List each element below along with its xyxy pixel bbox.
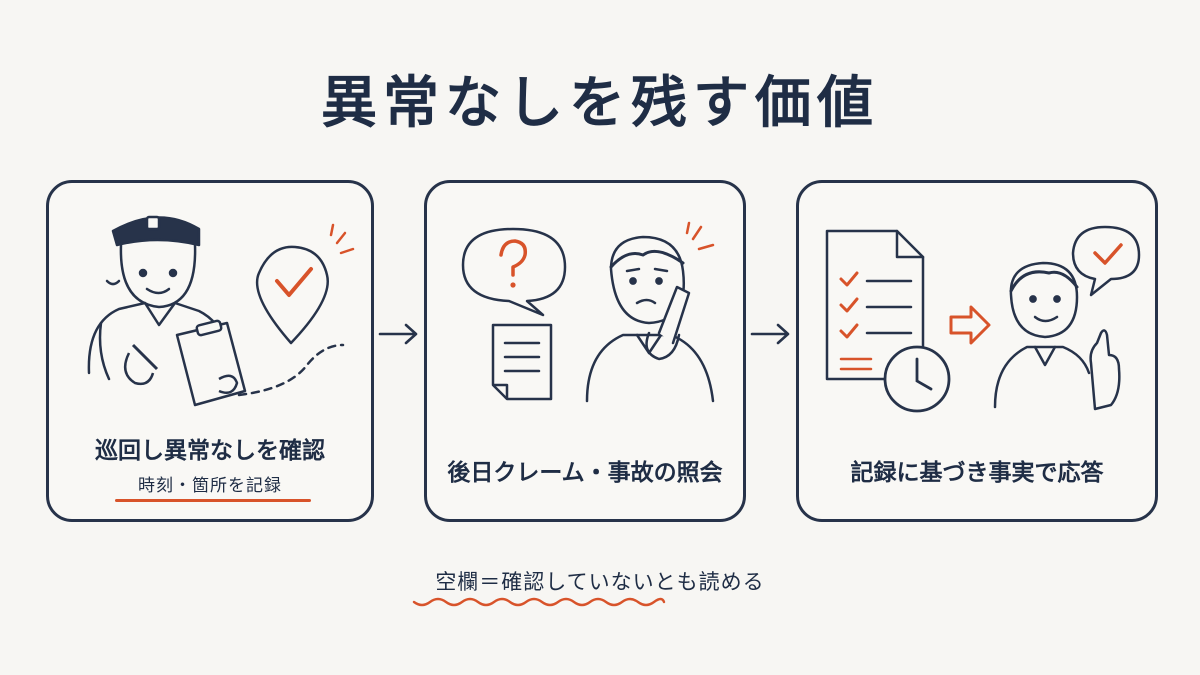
guard-illustration [87,215,355,407]
flow-arrow-icon [750,323,790,345]
right-arrow-icon [949,305,991,345]
inquiry-illustration [461,221,715,403]
phone-caller-icon [585,221,715,403]
step-sub-caption: 時刻・箇所を記録 [138,476,282,496]
document-icon [491,323,553,401]
accent-wave-underline [412,597,666,607]
response-illustration [825,225,1141,413]
step-card-response: 記録に基づき事実で応答 [796,180,1158,522]
guard-icon [87,215,227,381]
step-caption: 後日クレーム・事故の照会 [447,460,723,486]
checklist-icon [825,229,925,381]
step-card-patrol: 巡回し異常なしを確認 時刻・箇所を記録 [46,180,374,522]
responder-icon [993,261,1121,411]
flow-arrow-icon [378,323,418,345]
page-title: 異常なしを残す価値 [321,71,879,136]
question-bubble-icon [461,227,567,317]
step-caption: 巡回し異常なしを確認 [95,438,325,464]
step-card-inquiry: 後日クレーム・事故の照会 [424,180,746,522]
map-pin-check-icon [237,223,355,397]
footnote: 空欄＝確認していないとも読める [435,570,765,594]
accent-underline [115,499,311,502]
clipboard-icon [123,319,247,407]
check-bubble-icon [1071,225,1141,297]
clock-icon [883,345,951,413]
step-caption: 記録に基づき事実で応答 [850,460,1104,486]
